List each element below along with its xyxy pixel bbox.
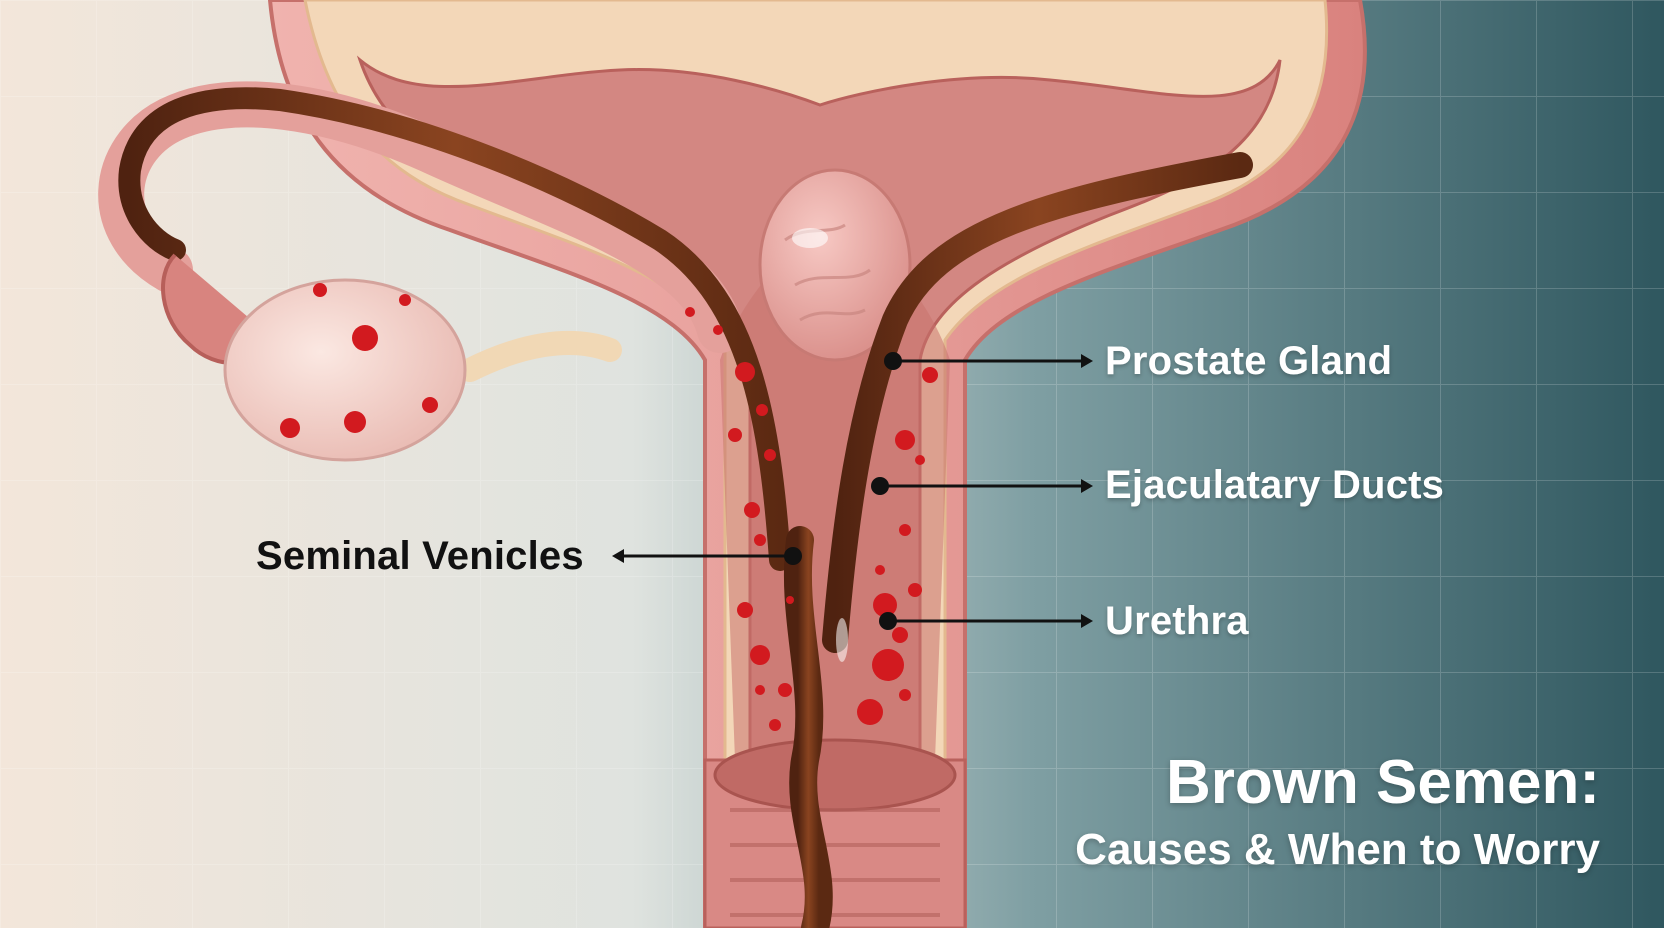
testis-blood-dot <box>399 294 411 306</box>
page-title: Brown Semen: <box>1165 748 1600 817</box>
seminal-vesicles-dot <box>784 547 802 565</box>
label-seminal-vesicles: Seminal Venicles <box>256 534 584 578</box>
ejaculatory-ducts-arrowhead <box>1081 479 1093 493</box>
blood-droplets <box>685 307 938 731</box>
urethra-dot <box>879 612 897 630</box>
testis-blood-dot <box>422 397 438 413</box>
testis-blood-dot <box>344 411 366 433</box>
right-brown-duct <box>822 152 1253 653</box>
page-subtitle: Causes & When to Worry <box>1075 825 1600 874</box>
stream-highlight <box>836 618 848 662</box>
ejaculatory-ducts-dot <box>871 477 889 495</box>
testis-blood-dot <box>280 418 300 438</box>
central-brown-stream <box>783 526 833 928</box>
label-ejaculatory-ducts: Ejaculatary Ducts <box>1105 463 1445 507</box>
testis-blood-dot <box>352 325 378 351</box>
urethral-opening <box>713 738 957 812</box>
prostate-gland-dot <box>884 352 902 370</box>
testis-connector <box>458 330 622 382</box>
prostate-gland <box>758 168 912 362</box>
canal-ridges <box>730 808 940 917</box>
testis <box>223 278 467 462</box>
left-brown-duct <box>118 87 791 571</box>
prostate-highlight <box>792 228 828 248</box>
label-urethra: Urethra <box>1105 599 1249 643</box>
urethra-arrowhead <box>1081 614 1093 628</box>
prostate-gland-arrowhead <box>1081 354 1093 368</box>
title-block: Brown Semen: Causes & When to Worry <box>1075 752 1600 872</box>
seminal-vesicles-arrowhead <box>612 549 624 563</box>
label-prostate-gland: Prostate Gland <box>1105 339 1393 383</box>
testis-blood-dot <box>313 283 327 297</box>
